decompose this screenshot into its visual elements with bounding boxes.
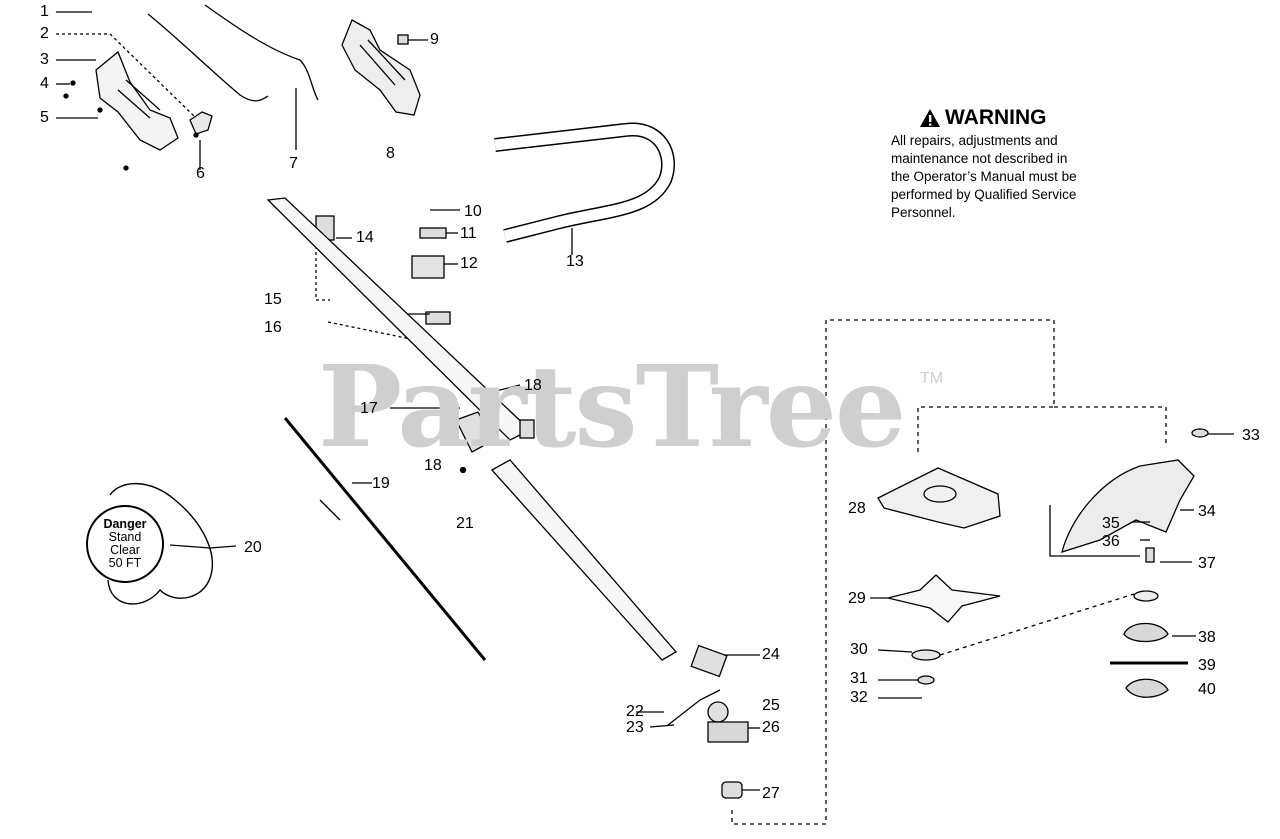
callout-13: 13: [566, 253, 584, 270]
callout-18: 18: [524, 377, 542, 394]
callout-24: 24: [762, 646, 780, 663]
callout-19: 19: [372, 475, 390, 492]
warning-line: Personnel.: [891, 205, 956, 220]
callout-30: 30: [850, 641, 868, 658]
callout-35: 35: [1102, 515, 1120, 532]
callout-11: 11: [460, 225, 477, 242]
warning-line: maintenance not described in: [891, 151, 1068, 166]
callout-38: 38: [1198, 629, 1216, 646]
callout-17: 17: [360, 400, 378, 417]
callout-26: 26: [762, 719, 780, 736]
callout-9: 9: [430, 31, 439, 48]
callout-12: 12: [460, 255, 478, 272]
warning-line: All repairs, adjustments and: [891, 133, 1058, 148]
callout-40: 40: [1198, 681, 1216, 698]
drive-shaft-lower: [490, 459, 678, 661]
danger-line: Danger: [103, 517, 147, 531]
callout-34: 34: [1198, 503, 1216, 520]
warning-box: WARNING All repairs, adjustments and mai…: [891, 106, 1151, 222]
danger-line: Clear: [110, 543, 140, 557]
warning-line: the Operator’s Manual must be: [891, 169, 1077, 184]
warning-line: performed by Qualified Service: [891, 187, 1077, 202]
debris-shield-part: [1061, 459, 1195, 553]
callout-7: 7: [289, 155, 298, 172]
callout-10: 10: [464, 203, 482, 220]
callout-4: 4: [40, 75, 49, 92]
throttle-cable-part: [147, 13, 269, 102]
callout-16: 16: [264, 319, 282, 336]
callout-20: 20: [244, 539, 262, 556]
harness-strap-part: [107, 482, 214, 605]
callout-36: 36: [1102, 533, 1120, 550]
callout-39: 39: [1198, 657, 1216, 674]
callout-21: 21: [456, 515, 474, 532]
danger-line: 50 FT: [108, 556, 142, 570]
guard-plate-part: [877, 467, 1001, 529]
callout-22: 22: [626, 703, 644, 720]
callout-32: 32: [850, 689, 868, 706]
callout-18: 18: [424, 457, 442, 474]
callout-3: 3: [40, 51, 49, 68]
blade-part: [887, 574, 1001, 623]
callout-8: 8: [386, 145, 395, 162]
callout-27: 27: [762, 785, 780, 802]
warning-title-text: WARNING: [945, 106, 1047, 129]
throttle-housing-part: [63, 50, 213, 171]
callout-1: 1: [40, 3, 49, 20]
handle-part: [341, 19, 421, 116]
callout-23: 23: [626, 719, 644, 736]
callout-14: 14: [356, 229, 374, 246]
flex-shaft-part: [283, 417, 487, 661]
callout-15: 15: [264, 291, 282, 308]
callout-33: 33: [1242, 427, 1260, 444]
callout-28: 28: [848, 500, 866, 517]
danger-label: Danger Stand Clear 50 FT: [86, 505, 164, 583]
callout-5: 5: [40, 109, 49, 126]
warning-title: WARNING: [919, 106, 1151, 130]
callout-6: 6: [196, 165, 205, 182]
callout-25: 25: [762, 697, 780, 714]
watermark: PartsTree: [318, 342, 906, 473]
callout-29: 29: [848, 590, 866, 607]
callout-2: 2: [40, 25, 49, 42]
callout-31: 31: [850, 670, 868, 687]
trademark: TM: [920, 370, 944, 387]
warning-icon: [920, 109, 940, 127]
callout-37: 37: [1198, 555, 1216, 572]
warning-text: All repairs, adjustments and maintenance…: [891, 132, 1131, 222]
danger-line: Stand: [108, 530, 142, 544]
